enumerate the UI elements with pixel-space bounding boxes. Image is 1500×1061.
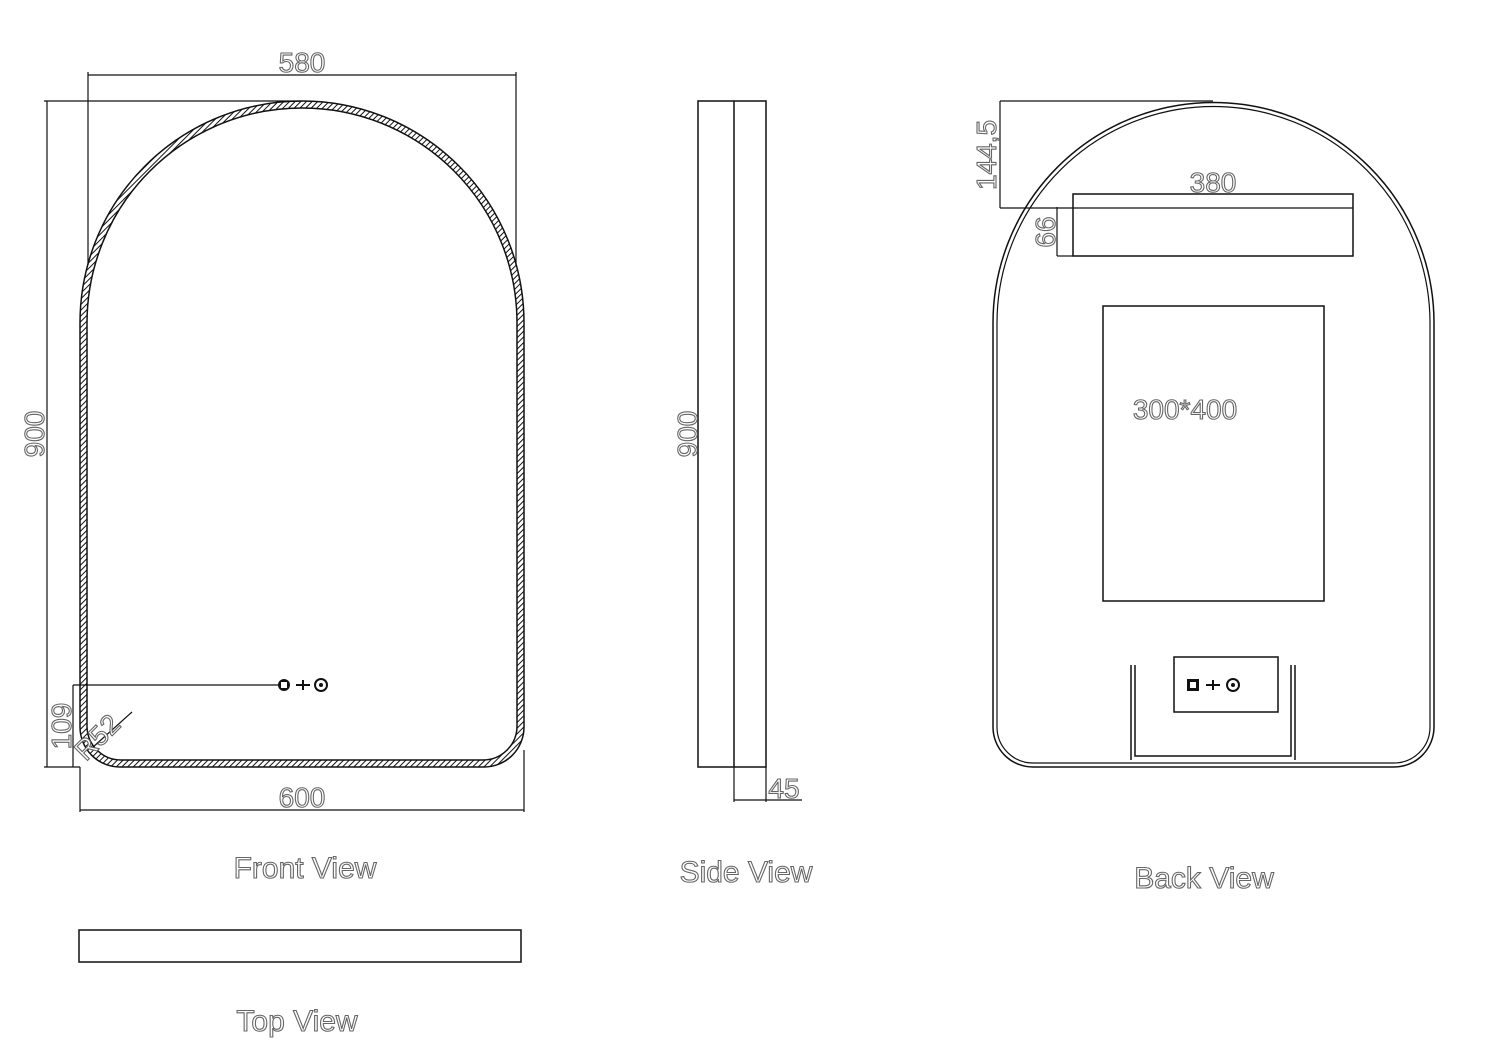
dimmer-icon — [278, 679, 290, 691]
back-view: 144,5 380 66 300*400 Back View — [970, 100, 1435, 896]
dim-front-width-top: 580 — [279, 47, 326, 78]
back-view-label: Back View — [1134, 862, 1274, 895]
dim-back-top-offset: 144,5 — [971, 120, 1002, 190]
back-led-strip — [1072, 193, 1354, 257]
dim-front-control-height: 109 — [46, 703, 77, 750]
dim-back-strip-width: 380 — [1190, 167, 1237, 198]
defog-icon — [1206, 680, 1220, 690]
dim-front-height: 900 — [19, 411, 50, 458]
dim-back-strip-height: 66 — [1030, 216, 1061, 247]
dim-front-width-bottom: 600 — [279, 782, 326, 813]
front-view: 580 900 109 R52 600 Front View — [18, 46, 525, 886]
back-bracket — [1130, 665, 1296, 760]
front-view-label: Front View — [234, 852, 377, 885]
dimmer-icon — [1187, 679, 1199, 691]
front-frame-outer — [79, 100, 525, 768]
back-panel — [1102, 305, 1325, 602]
back-control-box — [1173, 656, 1279, 713]
light-icon — [1226, 678, 1240, 692]
defog-icon — [296, 680, 310, 690]
side-view: 45 900 Side View — [671, 100, 813, 890]
dim-back-panel: 300*400 — [1133, 394, 1237, 425]
top-view-label: Top View — [236, 1005, 358, 1038]
dim-side-height: 900 — [672, 411, 703, 458]
side-view-label: Side View — [680, 856, 813, 889]
top-view: Top View — [78, 929, 522, 1039]
light-icon — [314, 678, 328, 692]
dim-side-depth: 45 — [768, 773, 799, 804]
